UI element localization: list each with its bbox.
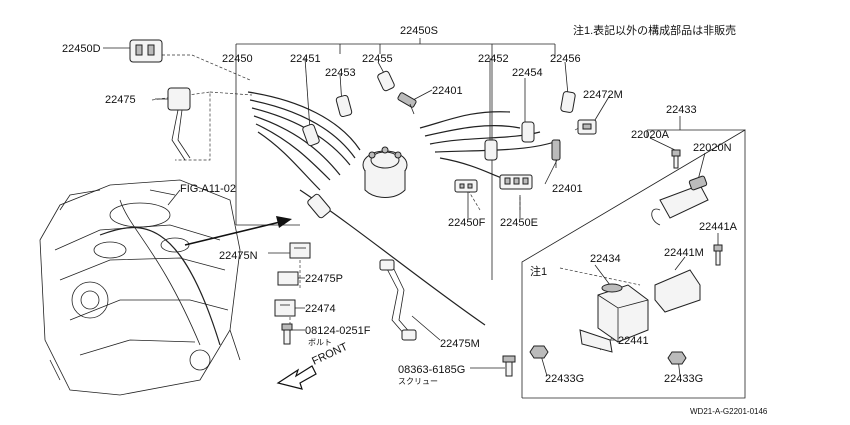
engine-illustration <box>39 179 241 396</box>
label-22450S: 22450S <box>400 25 438 37</box>
front-direction-arrow <box>276 365 317 390</box>
label-22433G-right: 22433G <box>664 373 703 385</box>
clip-22475N <box>289 242 311 259</box>
label-22452: 22452 <box>478 53 509 65</box>
label-22455: 22455 <box>362 53 393 65</box>
bolt-22441A <box>713 244 723 266</box>
screw-08363 <box>502 355 516 377</box>
screw-22020A <box>671 149 681 169</box>
label-22433: 22433 <box>666 104 697 116</box>
nut-22433G-right <box>667 351 687 365</box>
harness-22475M <box>379 259 417 341</box>
bracket-22450D <box>129 39 163 63</box>
label-22454: 22454 <box>512 67 543 79</box>
clip-22472M <box>577 119 597 135</box>
clip-22474 <box>274 299 296 317</box>
nut-22433G-left <box>529 345 549 359</box>
label-22450F: 22450F <box>448 217 486 229</box>
label-22456: 22456 <box>550 53 581 65</box>
bracket-22441 <box>579 329 613 353</box>
plug-boots <box>302 70 576 219</box>
label-22475N: 22475N <box>219 250 258 262</box>
bolt-08124 <box>281 323 293 345</box>
label-22401-top: 22401 <box>432 85 463 97</box>
label-22020A: 22020A <box>631 129 670 141</box>
label-22441M: 22441M <box>664 247 704 259</box>
bracket-22475 <box>167 87 191 161</box>
label-22433G-left: 22433G <box>545 373 584 385</box>
label-22450: 22450 <box>222 53 253 65</box>
label-fig-ref: FIG.A11-02 <box>180 183 236 195</box>
label-22020N: 22020N <box>693 142 732 154</box>
note-header: 注1.表記以外の構成部品は非販売 <box>573 23 736 37</box>
distributor-cap <box>362 146 408 198</box>
clip-22475P <box>277 271 299 286</box>
label-22450E: 22450E <box>500 217 538 229</box>
label-22475M: 22475M <box>440 338 480 350</box>
label-22475: 22475 <box>105 94 136 106</box>
spark-plug-lower <box>551 139 561 168</box>
resistor-22020N <box>651 175 709 226</box>
engine-pointer-arrow <box>184 216 292 246</box>
label-22475P: 22475P <box>305 273 343 285</box>
label-22401-lower: 22401 <box>552 183 583 195</box>
spark-plug-upper <box>397 92 417 115</box>
connector-22450E <box>499 174 533 190</box>
bracket-22441M <box>654 269 701 313</box>
label-08124-0251F: 08124-0251F <box>305 325 371 337</box>
watermark-code: WD21-A-G2201-0146 <box>690 407 768 416</box>
group-box-22433 <box>521 116 746 399</box>
label-08363-6185G: 08363-6185G <box>398 364 465 376</box>
label-note-ref: 注1 <box>530 264 547 278</box>
connector-22450F <box>454 179 478 193</box>
label-bolt-sub: ボルト <box>308 338 332 347</box>
label-22434: 22434 <box>590 253 621 265</box>
label-22472M: 22472M <box>583 89 623 101</box>
label-22453: 22453 <box>325 67 356 79</box>
label-22451: 22451 <box>290 53 321 65</box>
label-screw-sub: スクリュー <box>398 377 438 386</box>
ignition-coil-22434 <box>597 283 649 343</box>
label-22450D: 22450D <box>62 43 101 55</box>
label-22441: 22441 <box>618 335 649 347</box>
label-22474: 22474 <box>305 303 336 315</box>
label-22441A: 22441A <box>699 221 738 233</box>
